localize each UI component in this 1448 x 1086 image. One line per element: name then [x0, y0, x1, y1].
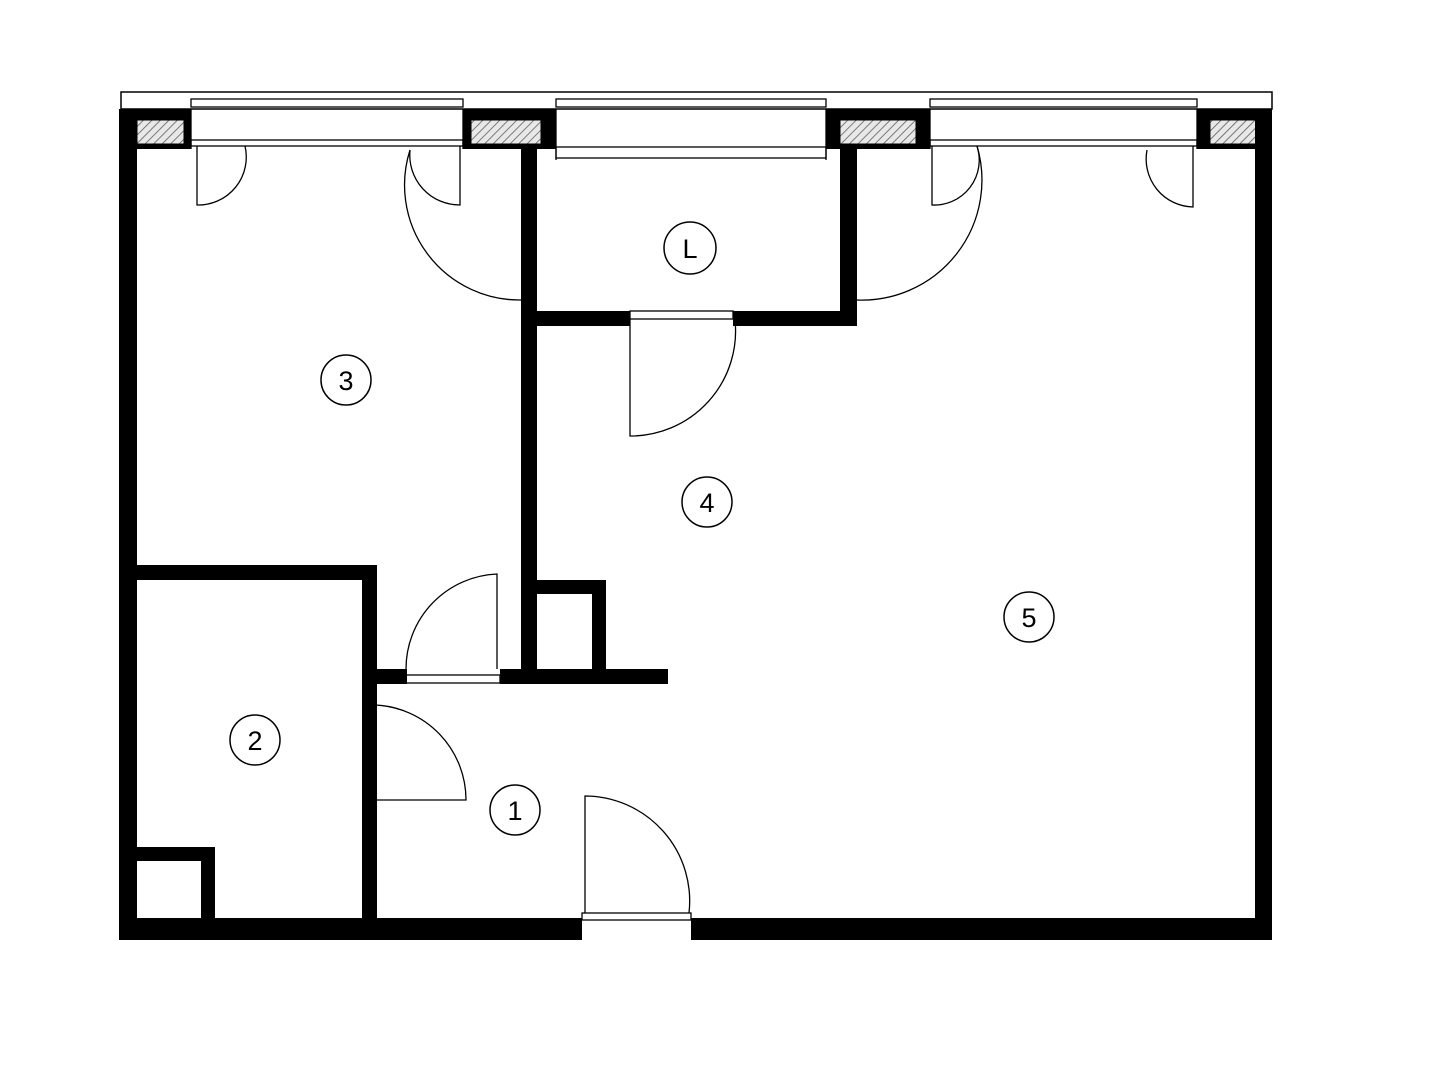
room-label-1: 1 [489, 784, 541, 836]
room-number-1: 1 [507, 796, 522, 826]
room-number-3: 3 [338, 366, 353, 396]
room-labels: 3 4 5 2 1 L [229, 221, 1055, 836]
facade-pillars [121, 109, 1272, 149]
room-label-2: 2 [229, 714, 281, 766]
room-label-3: 3 [320, 354, 372, 406]
walls [119, 109, 1272, 940]
room-number-4: 4 [699, 488, 714, 518]
room-number-5: 5 [1021, 603, 1036, 633]
room-label-5: 5 [1003, 591, 1055, 643]
doors [196, 145, 1194, 921]
room-label-loggia: L [663, 221, 717, 275]
room-label-4: 4 [681, 476, 733, 528]
windows [190, 98, 1198, 160]
room-number-2: 2 [247, 726, 262, 756]
room-letter-l: L [682, 234, 697, 264]
facade-strip [120, 91, 1273, 110]
